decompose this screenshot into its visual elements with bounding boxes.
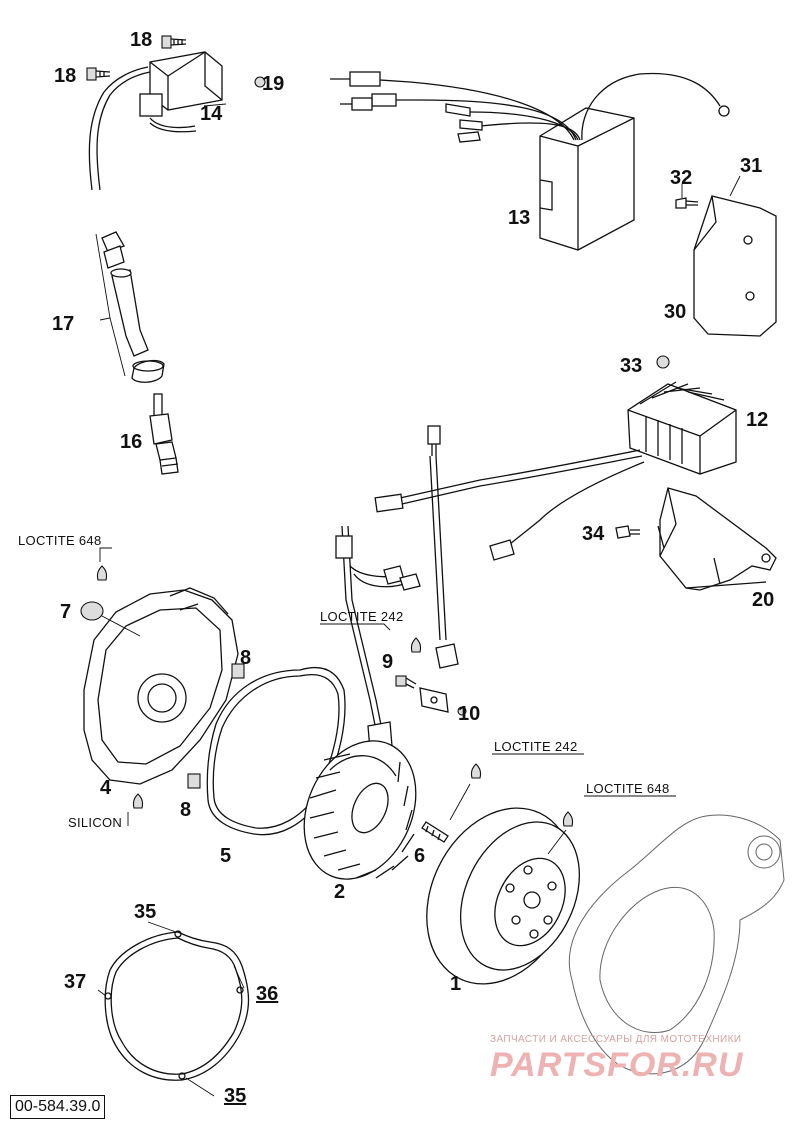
screw-9 [395, 637, 422, 689]
watermark-tagline: ЗАПЧАСТИ И АКСЕССУАРЫ ДЛЯ МОТОТЕХНИКИ [490, 1034, 742, 1045]
part-label-13: 13 [508, 207, 531, 229]
nut-33 [656, 355, 670, 369]
part-label-6: 6 [414, 845, 426, 867]
part-label-37: 37 [64, 971, 87, 993]
part-label-2: 2 [334, 881, 346, 903]
flywheel [426, 807, 581, 985]
part-label-5: 5 [220, 845, 232, 867]
part-label-31: 31 [740, 155, 763, 177]
stator-cable [335, 425, 459, 751]
part-label-20: 20 [752, 589, 775, 611]
part-label-32: 32 [670, 167, 693, 189]
part-label-9: 9 [382, 651, 394, 673]
part-label-18-upper: 18 [130, 29, 153, 51]
screw-18-upper [161, 35, 187, 49]
document-id: 00-584.39.0 [10, 1095, 106, 1119]
spark-plug-connector [95, 231, 165, 383]
part-label-8-upper: 8 [240, 647, 252, 669]
part-label-16: 16 [120, 431, 143, 453]
watermark-brand: PARTSFOR.RU [490, 1046, 744, 1084]
part-label-17: 17 [52, 313, 75, 335]
part-label-34: 34 [582, 523, 605, 545]
part-label-33: 33 [620, 355, 643, 377]
note-loctite-242-screw: LOCTITE 242 [320, 609, 404, 624]
part-label-18-left: 18 [54, 65, 77, 87]
part-label-10: 10 [458, 703, 481, 725]
stator [303, 740, 417, 880]
part-label-35-upper: 35 [134, 901, 157, 923]
case-gasket [104, 930, 250, 1081]
part-label-36: 36 [256, 983, 279, 1005]
part-label-8-lower: 8 [180, 799, 192, 821]
part-label-1: 1 [450, 973, 462, 995]
note-loctite-648-flywheel: LOCTITE 648 [586, 781, 670, 796]
note-loctite-648-cover: LOCTITE 648 [18, 533, 102, 548]
cdi-unit [330, 71, 730, 251]
regulator-bracket [615, 487, 777, 591]
note-loctite-242-bolt: LOCTITE 242 [494, 739, 578, 754]
part-label-4: 4 [100, 777, 112, 799]
part-label-19: 19 [262, 73, 285, 95]
cdi-bracket [675, 195, 777, 337]
regulator-wiring [374, 449, 645, 561]
ignition-cover [80, 565, 239, 809]
screw-6 [421, 763, 482, 843]
part-label-12: 12 [746, 409, 769, 431]
dowel-8-lower [187, 773, 201, 789]
voltage-regulator [627, 381, 737, 475]
dowel-8-upper [231, 663, 245, 679]
screw-18-left [86, 67, 111, 81]
part-label-35-lower: 35 [224, 1085, 247, 1107]
connector-10 [419, 687, 467, 716]
part-label-30: 30 [664, 301, 687, 323]
part-label-7: 7 [60, 601, 72, 623]
ignition-coil [88, 51, 266, 191]
part-label-14: 14 [200, 103, 223, 125]
leader-lines [97, 103, 741, 1097]
note-silicon: SILICON [68, 815, 123, 830]
spark-plug [149, 393, 179, 475]
engine-case-outline [568, 814, 785, 1075]
